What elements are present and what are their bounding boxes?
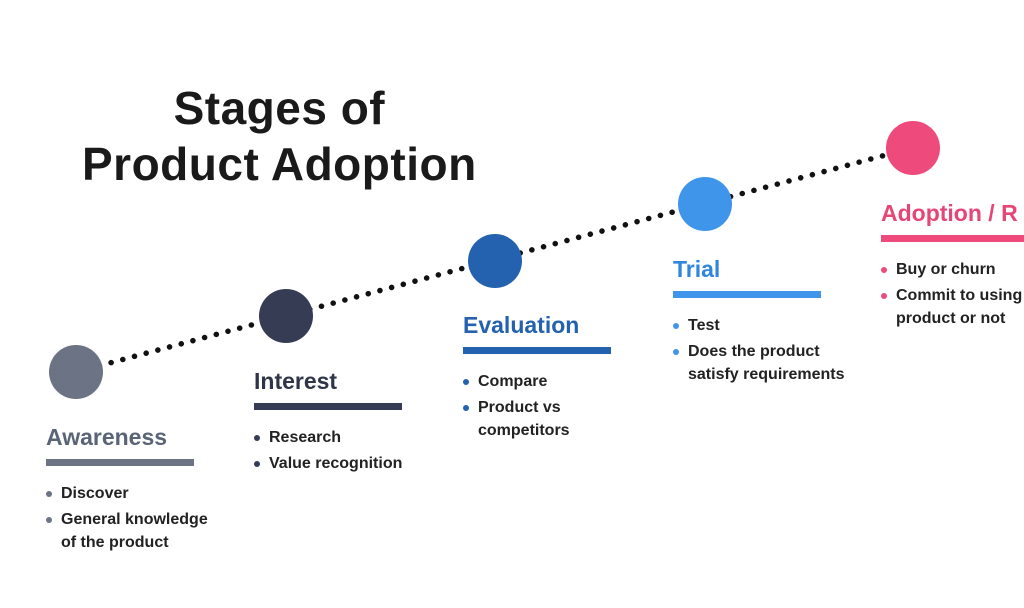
stage-node-interest xyxy=(259,289,313,343)
stage-node-trial xyxy=(678,177,732,231)
title-line-2: Product Adoption xyxy=(82,138,477,190)
stage-item-text: Commit to using xyxy=(896,287,1023,304)
stage-bar-trial xyxy=(673,291,821,298)
stage-item-text: of the product xyxy=(61,534,169,551)
stage-bar-awareness xyxy=(46,459,194,466)
stage-item-interest-0: Research xyxy=(254,426,402,449)
stage-node-adoption xyxy=(886,121,940,175)
diagram-title: Stages of Product Adoption xyxy=(82,80,477,192)
stage-item-adoption-1: Commit to using xyxy=(881,284,1024,307)
bullet-dot xyxy=(673,323,679,329)
stage-item-text: Product vs xyxy=(478,399,561,416)
stage-label-evaluation: Evaluation xyxy=(463,312,580,338)
stage-label-trial: Trial xyxy=(673,256,721,282)
stage-item-text: Research xyxy=(269,429,342,446)
bullet-dot xyxy=(254,461,260,467)
stage-label-awareness: Awareness xyxy=(46,424,168,450)
stage-item-awareness-1: General knowledge xyxy=(46,508,208,531)
stage-item-text: Does the product xyxy=(688,343,820,360)
stage-item-text: Compare xyxy=(478,373,548,390)
dotted-timeline xyxy=(73,145,915,375)
stage-item-text: competitors xyxy=(478,422,570,439)
bullet-dot xyxy=(673,349,679,355)
stage-bar-interest xyxy=(254,403,402,410)
stage-item-trial-2: satisfy requirements xyxy=(673,363,845,386)
stage-item-evaluation-1: Product vs xyxy=(463,396,611,419)
bullet-dot xyxy=(463,379,469,385)
bullet-dot xyxy=(881,293,887,299)
stage-item-evaluation-2: competitors xyxy=(463,419,611,442)
stage-item-trial-1: Does the product xyxy=(673,340,845,363)
title-line-1: Stages of xyxy=(173,82,386,134)
bullet-dot xyxy=(881,267,887,273)
stage-item-adoption-2: product or not xyxy=(881,307,1024,330)
stage-item-text: satisfy requirements xyxy=(688,366,845,383)
bullet-dot xyxy=(463,405,469,411)
stage-item-text: Value recognition xyxy=(269,455,403,472)
bullet-dot xyxy=(46,491,52,497)
stage-item-text: Discover xyxy=(61,485,129,502)
stage-item-awareness-2: of the product xyxy=(46,531,208,554)
stage-item-adoption-0: Buy or churn xyxy=(881,258,1024,281)
stage-bar-adoption xyxy=(881,235,1024,242)
stage-label-adoption: Adoption / R xyxy=(881,200,1018,226)
stage-item-text: Test xyxy=(688,317,720,334)
stage-item-awareness-0: Discover xyxy=(46,482,208,505)
stage-node-evaluation xyxy=(468,234,522,288)
bullet-dot xyxy=(46,517,52,523)
stage-item-text: General knowledge xyxy=(61,511,208,528)
stage-item-trial-0: Test xyxy=(673,314,845,337)
stage-bar-evaluation xyxy=(463,347,611,354)
stage-label-interest: Interest xyxy=(254,368,338,394)
stage-item-evaluation-0: Compare xyxy=(463,370,611,393)
bullet-dot xyxy=(254,435,260,441)
stage-node-awareness xyxy=(49,345,103,399)
stage-item-text: product or not xyxy=(896,310,1006,327)
stage-item-text: Buy or churn xyxy=(896,261,996,278)
stage-item-interest-1: Value recognition xyxy=(254,452,402,475)
